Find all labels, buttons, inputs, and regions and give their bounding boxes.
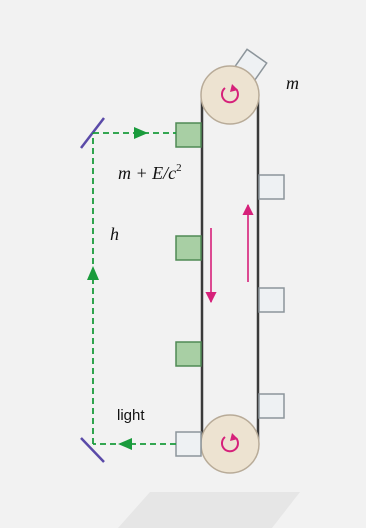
box-excited-3 [175, 341, 202, 367]
box-plain-right-3 [258, 393, 285, 419]
light-arrowhead-vertical [87, 266, 99, 280]
mass-energy-base: m + E/c [118, 163, 177, 183]
pulley-top [200, 65, 260, 125]
rotation-arrowhead-top [230, 84, 238, 92]
box-plain-right-2 [258, 287, 285, 313]
light-label: light [117, 407, 145, 424]
light-path [87, 127, 176, 450]
box-excited-2 [175, 235, 202, 261]
rotation-arrowhead-bottom [230, 433, 238, 441]
height-label: h [110, 224, 119, 244]
pulley-bottom [200, 414, 260, 474]
pulley-icon [200, 414, 260, 474]
floor-shadow [118, 492, 300, 528]
mass-energy-label: m + E/c2 [118, 162, 182, 183]
light-arrowhead-top [134, 127, 148, 139]
light-arrowhead-bottom [118, 438, 132, 450]
box-excited-1 [175, 122, 202, 148]
mass-label-top: m [286, 73, 299, 93]
rotation-arrow-icon [220, 87, 239, 104]
mass-energy-exponent: 2 [176, 162, 182, 174]
box-plain-bottom-left [175, 431, 202, 457]
pulley-icon [200, 65, 260, 125]
rotation-arrow-icon [220, 436, 239, 453]
box-plain-right-1 [258, 174, 285, 200]
mirror-icon [80, 437, 105, 463]
